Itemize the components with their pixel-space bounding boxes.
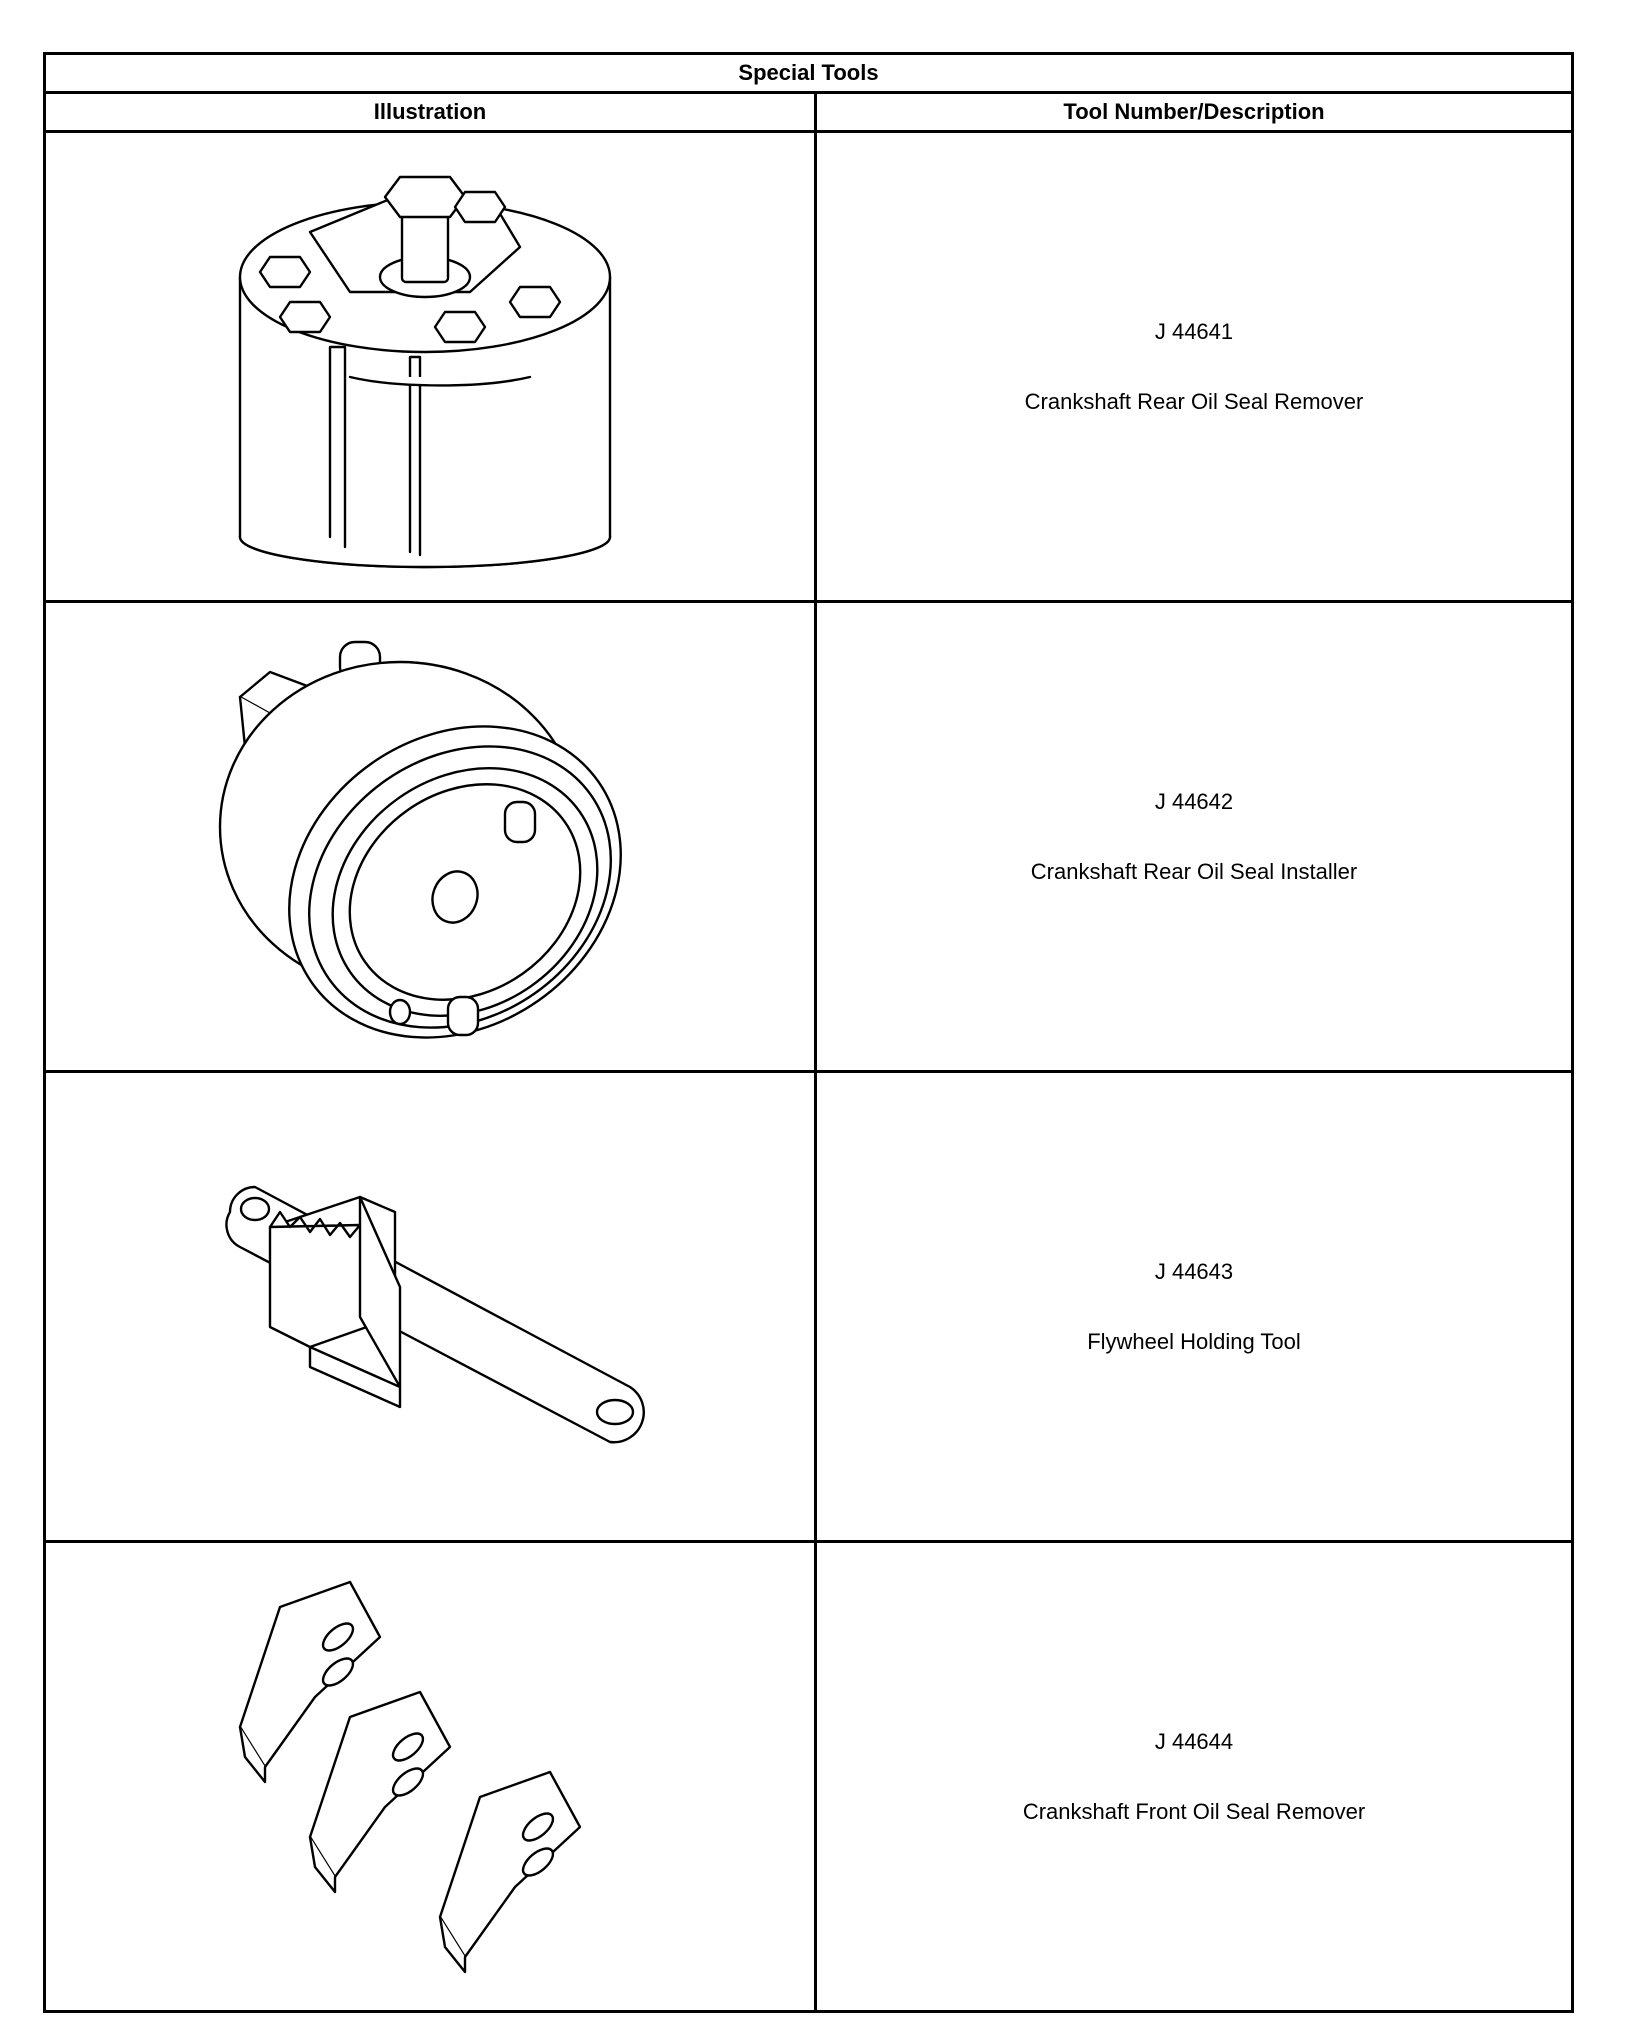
tool-number: J 44643 <box>1154 1258 1234 1284</box>
illustration-cell <box>43 130 817 603</box>
front-seal-remover-illustration <box>238 1580 582 1973</box>
seal-installer-illustration <box>218 640 622 1039</box>
tool-description: Crankshaft Front Oil Seal Remover <box>1022 1798 1366 1824</box>
tool-description-cell: J 44641 Crankshaft Rear Oil Seal Remover <box>814 130 1574 603</box>
tool-description-cell: J 44644 Crankshaft Front Oil Seal Remove… <box>814 1540 1574 2013</box>
table-row: J 44641 Crankshaft Rear Oil Seal Remover <box>43 130 1574 603</box>
seal-remover-illustration <box>238 175 612 568</box>
illustration-cell <box>43 600 817 1073</box>
tool-description: Crankshaft Rear Oil Seal Remover <box>1024 388 1364 414</box>
tool-description-cell: J 44642 Crankshaft Rear Oil Seal Install… <box>814 600 1574 1073</box>
tool-description: Flywheel Holding Tool <box>1087 1328 1301 1354</box>
jaw-segment-1 <box>238 1580 382 1783</box>
table-row: J 44642 Crankshaft Rear Oil Seal Install… <box>43 600 1574 1073</box>
table-row: J 44644 Crankshaft Front Oil Seal Remove… <box>43 1540 1574 2013</box>
tool-description-cell: J 44643 Flywheel Holding Tool <box>814 1070 1574 1543</box>
table-title: Special Tools <box>43 52 1574 94</box>
tool-number: J 44641 <box>1154 318 1234 344</box>
flywheel-holding-tool-illustration <box>225 1185 645 1443</box>
table-row: J 44643 Flywheel Holding Tool <box>43 1070 1574 1543</box>
jaw-segment-3 <box>438 1770 582 1973</box>
tool-number: J 44644 <box>1154 1728 1234 1754</box>
illustration-cell <box>43 1070 817 1543</box>
tool-number: J 44642 <box>1154 788 1234 814</box>
jaw-segment-2 <box>308 1690 452 1893</box>
header-illustration: Illustration <box>43 91 817 133</box>
special-tools-table: Special Tools Illustration Tool Number/D… <box>43 52 1574 2013</box>
header-tool-number-description: Tool Number/Description <box>814 91 1574 133</box>
tool-description: Crankshaft Rear Oil Seal Installer <box>1030 858 1358 884</box>
illustration-cell <box>43 1540 817 2013</box>
